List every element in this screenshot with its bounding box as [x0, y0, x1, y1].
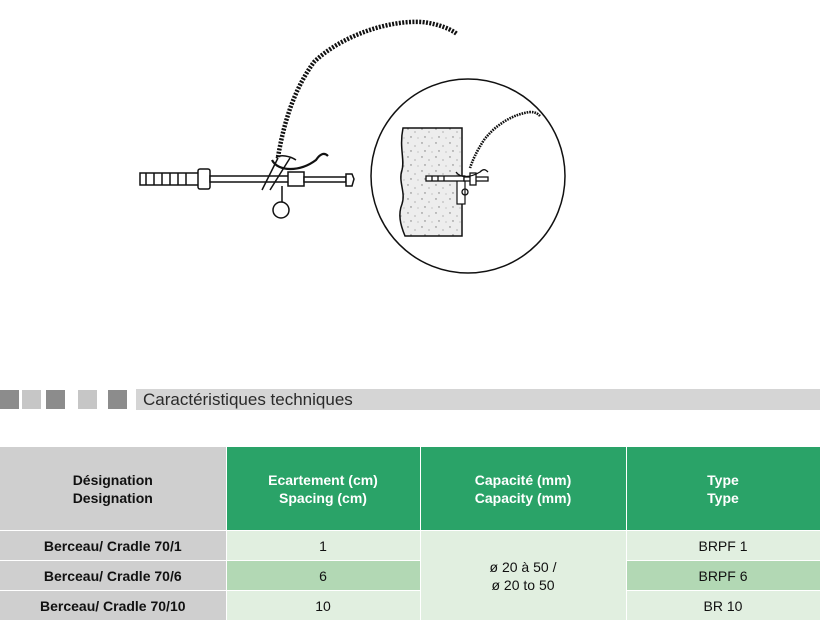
- spacing-cell: 1: [225, 530, 421, 561]
- designation-cell: Berceau/ Cradle 70/10: [0, 590, 227, 620]
- type-cell: BR 10: [625, 590, 820, 620]
- header-capacity: Capacité (mm) Capacity (mm): [419, 447, 627, 531]
- designation-cell: Berceau/ Cradle 70/6: [0, 560, 227, 591]
- wall: [399, 127, 463, 237]
- cradle-assembly: [139, 19, 459, 219]
- section-title: Caractéristiques techniques: [136, 389, 820, 410]
- detail-view: [370, 78, 566, 274]
- bolt-rod: [303, 176, 347, 183]
- cradle-cup: [271, 152, 329, 171]
- bolt-nut: [287, 171, 305, 187]
- designation-cell: Berceau/ Cradle 70/1: [0, 530, 227, 561]
- decor-square-4: [78, 390, 97, 409]
- capacity-cell: ø 20 à 50 / ø 20 to 50: [419, 530, 627, 620]
- table-header-row: Désignation Designation Ecartement (cm) …: [0, 447, 820, 531]
- type-cell: BRPF 1: [625, 530, 820, 561]
- bracket-arm: [261, 157, 291, 191]
- decor-square-5: [108, 390, 127, 409]
- decor-square-1: [0, 390, 19, 409]
- table-row: Berceau/ Cradle 70/1 1 ø 20 à 50 / ø 20 …: [0, 530, 820, 620]
- header-spacing: Ecartement (cm) Spacing (cm): [225, 447, 421, 531]
- header-type: Type Type: [625, 447, 820, 531]
- product-illustration: [139, 19, 566, 274]
- spacing-cell: 10: [225, 590, 421, 620]
- decor-square-3: [46, 390, 65, 409]
- strap: [275, 19, 459, 158]
- spacing-cell: 6: [225, 560, 421, 591]
- table-row: Berceau/ Cradle 70/10 10 BR 10: [0, 590, 820, 620]
- header-designation: Désignation Designation: [0, 447, 227, 531]
- decor-square-2: [22, 390, 41, 409]
- spec-table: Désignation Designation Ecartement (cm) …: [0, 447, 820, 620]
- type-cell: BRPF 6: [625, 560, 820, 591]
- hanging-ring: [272, 201, 290, 219]
- anchor-collar: [197, 168, 211, 190]
- table-row: Berceau/ Cradle 70/6 6 BRPF 6: [0, 560, 820, 591]
- bolt-head: [345, 173, 355, 187]
- section-header: Caractéristiques techniques: [0, 389, 820, 410]
